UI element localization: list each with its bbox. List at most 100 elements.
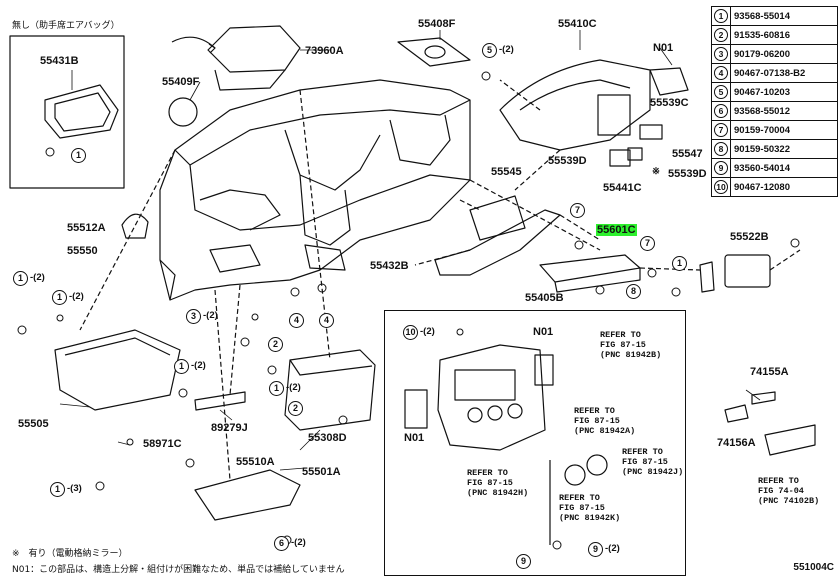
- label-55510a: 55510A: [236, 456, 275, 468]
- parts-key-number: 8: [714, 142, 728, 156]
- callout-9-right: 9: [588, 542, 603, 557]
- parts-number-cell: 93560-54014: [730, 158, 838, 178]
- qty-6: -(2): [291, 537, 306, 548]
- instrument-panel-outline: [159, 79, 471, 301]
- parts-key-cell: 6: [711, 101, 731, 121]
- refer-81942h: REFER TO FIG 87-15 (PNC 81942H): [467, 468, 529, 498]
- qty-9: -(2): [605, 543, 620, 554]
- parts-key-number: 5: [714, 85, 728, 99]
- figure-code: 551004C: [793, 562, 834, 573]
- label-55432b: 55432B: [370, 260, 409, 272]
- parts-number-cell: 90467-10203: [730, 82, 838, 102]
- label-55409f: 55409F: [162, 76, 200, 88]
- label-55410c: 55410C: [558, 18, 597, 30]
- parts-key-cell: 9: [711, 158, 731, 178]
- callout-8: 8: [626, 284, 641, 299]
- callout-1-mid: 1: [52, 290, 67, 305]
- callout-7-right: 7: [640, 236, 655, 251]
- label-55539d-right: 55539D: [668, 168, 707, 180]
- label-55308d: 55308D: [308, 432, 347, 444]
- qty-1-left: -(2): [30, 272, 45, 283]
- callout-1-left: 1: [13, 271, 28, 286]
- parts-key-number: 4: [714, 66, 728, 80]
- qty-1-box: -(2): [286, 382, 301, 393]
- inset-frame-55405b: [384, 310, 686, 576]
- label-55522b: 55522B: [730, 231, 769, 243]
- qty-1-bottom: -(3): [67, 483, 82, 494]
- callout-2-top: 2: [268, 337, 283, 352]
- callout-9-bottom: 9: [516, 554, 531, 569]
- refer-74102b: REFER TO FIG 74-04 (PNC 74102B): [758, 476, 820, 506]
- label-55512a: 55512A: [67, 222, 106, 234]
- parts-number-cell: 93568-55012: [730, 101, 838, 121]
- label-55505: 55505: [18, 418, 49, 430]
- label-55539c: 55539C: [650, 97, 689, 109]
- parts-key-number: 7: [714, 123, 728, 137]
- parts-key-cell: 4: [711, 63, 731, 83]
- parts-key-number: 1: [714, 9, 728, 23]
- callout-10: 10: [403, 325, 418, 340]
- label-n01-inset-top: N01: [533, 326, 554, 338]
- footnote-n01: N01：この部品は、構造上分解・組付けが困難なため、単品では補給していません: [12, 565, 345, 575]
- refer-81942k: REFER TO FIG 87-15 (PNC 81942K): [559, 493, 621, 523]
- qty-10: -(2): [420, 326, 435, 337]
- parts-key-number: 10: [714, 180, 728, 194]
- label-55431b: 55431B: [40, 55, 79, 67]
- parts-number-cell: 90159-50322: [730, 139, 838, 159]
- qty-1-glovebox: -(2): [191, 360, 206, 371]
- label-n01-inset-left: N01: [404, 432, 425, 444]
- label-55441c: 55441C: [603, 182, 642, 194]
- qty-1-mid: -(2): [69, 291, 84, 302]
- parts-key-number: 3: [714, 47, 728, 61]
- callout-1-bottom: 1: [50, 482, 65, 497]
- callout-1-right: 1: [672, 256, 687, 271]
- callout-2-box: 2: [288, 401, 303, 416]
- label-74155a: 74155A: [750, 366, 789, 378]
- label-55601c-highlighted: 55601C: [596, 224, 637, 236]
- label-55405b: 55405B: [525, 292, 564, 304]
- parts-key-number: 6: [714, 104, 728, 118]
- callout-1-glovebox: 1: [174, 359, 189, 374]
- inset-box-55431b: [9, 35, 125, 189]
- label-55547: 55547: [672, 148, 703, 160]
- refer-81942b: REFER TO FIG 87-15 (PNC 81942B): [600, 330, 662, 360]
- x-mark: ※: [652, 166, 660, 177]
- no-airbag-note: 無し（助手席エアバッグ）: [12, 21, 120, 31]
- label-55501a: 55501A: [302, 466, 341, 478]
- parts-number-cell: 90467-07138-B2: [730, 63, 838, 83]
- parts-key-cell: 2: [711, 25, 731, 45]
- qty-3: -(2): [203, 310, 218, 321]
- label-55550: 55550: [67, 245, 98, 257]
- parts-number-cell: 90467-12080: [730, 177, 838, 197]
- parts-key-cell: 1: [711, 6, 731, 26]
- footnote-mirror: ※ 有り（電動格納ミラー）: [12, 549, 128, 559]
- callout-1-inset: 1: [71, 148, 86, 163]
- label-55545: 55545: [491, 166, 522, 178]
- callout-6: 6: [274, 536, 289, 551]
- label-55408f: 55408F: [418, 18, 456, 30]
- parts-key-cell: 8: [711, 139, 731, 159]
- callout-5: 5: [482, 43, 497, 58]
- refer-81942j: REFER TO FIG 87-15 (PNC 81942J): [622, 447, 684, 477]
- label-89279j: 89279J: [211, 422, 248, 434]
- label-74156a: 74156A: [717, 437, 756, 449]
- callout-4-right: 4: [319, 313, 334, 328]
- parts-key-number: 9: [714, 161, 728, 175]
- parts-number-cell: 90159-70004: [730, 120, 838, 140]
- label-58971c: 58971C: [143, 438, 182, 450]
- parts-number-cell: 90179-06200: [730, 44, 838, 64]
- callout-7-upper: 7: [570, 203, 585, 218]
